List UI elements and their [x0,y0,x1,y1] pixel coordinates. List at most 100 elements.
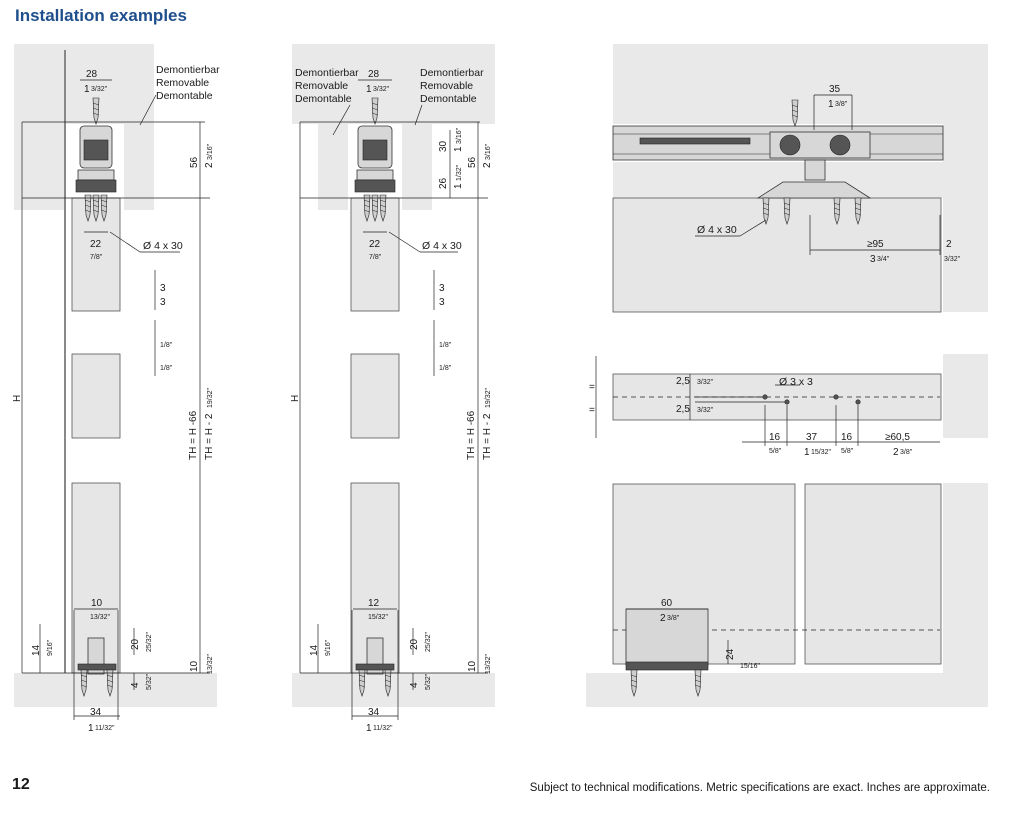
dim-4-in: 5/32" [146,673,153,690]
dim-4: 4 [130,682,141,688]
dim-4: 4 [409,682,420,688]
dim-22-in: 7/8" [369,254,382,261]
dim-22-in: 7/8" [90,254,103,261]
ceiling-block [292,44,495,124]
label-h: H [12,395,23,402]
dim-4-in: 5/32" [425,673,432,690]
door-panel [350,353,400,439]
door-panel [612,197,942,313]
panel-2 [292,44,495,720]
label-screw-4x30: Ø 4 x 30 [143,240,183,252]
label-th-frac: 19/32" [485,387,492,408]
hanger-bracket [356,169,394,181]
page-number: 12 [12,776,30,793]
dim-28-frac: 3/32" [373,86,390,93]
dim-plus-1-8: 1/8" [439,342,452,349]
dim-12: 12 [368,598,380,609]
floor-guide [625,608,709,666]
wall-block [943,124,988,312]
dim-plus-3: 3 [439,283,445,294]
footnote: Subject to technical modifications. Metr… [529,782,990,794]
hole-mark [833,394,839,400]
dim-28-in: 1 [366,84,372,95]
dim-24: 24 [725,648,736,660]
dim-2: 2 [946,239,952,250]
carriage-wheel [779,134,801,156]
dim-20: 20 [409,638,420,650]
dim-26: 26 [438,177,449,189]
dim-2-5: 2,5 [676,376,690,387]
dim-eq: = [589,382,595,393]
label-removable-fr: Demontable [420,93,477,105]
dim-2-5-in: 3/32" [697,379,714,386]
dim-10-in: 13/32" [90,614,111,621]
dim-35: 35 [829,84,841,95]
hole-mark [855,399,861,405]
dim-14: 14 [31,644,42,656]
dim-plus-3: 3 [160,283,166,294]
dim-56-frac: 3/16" [485,143,492,160]
label-screw-3x3: Ø 3 x 3 [779,376,813,388]
label-removable-en: Removable [295,80,348,92]
dim-56-in: 2 [204,162,215,168]
dim-plus-1-8: 1/8" [160,342,173,349]
dim-56-in: 2 [482,162,493,168]
dim-10: 10 [91,598,103,609]
guide-plate [77,663,117,671]
dim-60-5-in: 2 [893,447,899,458]
label-th-frac: 19/32" [207,387,214,408]
removable-cover [318,124,348,210]
dim-10b-in: 13/32" [207,653,214,674]
wall-line [64,50,66,673]
floor [586,673,988,707]
dim-minus-1-8: 1/8" [160,365,173,372]
dim-16-in: 5/8" [769,448,782,455]
label-removable-de: Demontierbar [295,67,359,79]
dim-20-in: 25/32" [146,631,153,652]
dim-14: 14 [309,644,320,656]
dim-28-frac: 3/32" [91,86,108,93]
carriage-wheel [829,134,851,156]
panel-5 [586,483,988,707]
label-removable-de: Demontierbar [156,64,220,76]
dim-minus-3: 3 [439,297,445,308]
dim-20-in: 25/32" [425,631,432,652]
dim-eq: = [589,405,595,416]
dim-60-in: 2 [660,613,666,624]
dim-26-in: 1 [453,183,464,189]
hanger-bolt [804,159,826,181]
dim-35-frac: 3/8" [835,101,848,108]
hanger-bracket [77,169,115,181]
dim-28-in: 1 [84,84,90,95]
dim-95-in: 3 [870,254,876,265]
track-stopper [639,137,751,145]
hanger-plate [75,179,117,193]
dim-minus-1-8: 1/8" [439,365,452,372]
dim-16-in: 5/8" [841,448,854,455]
dim-16: 16 [841,432,853,443]
dim-14-in: 9/16" [325,639,332,656]
label-th-in: TH = H - 2 [482,413,493,460]
dim-10b: 10 [467,660,478,672]
dim-56-frac: 3/16" [207,143,214,160]
dim-10b: 10 [189,660,200,672]
panel-1 [14,44,217,720]
dim-60-5: ≥60,5 [885,432,910,443]
dim-12-in: 15/32" [368,614,389,621]
dim-95: ≥95 [867,239,884,250]
hanger-plate [756,181,872,199]
dim-22: 22 [369,239,381,250]
dim-37-in: 1 [804,447,810,458]
panel-3 [612,44,988,313]
wall-block [943,483,988,673]
door-panel [804,483,942,665]
dim-16: 16 [769,432,781,443]
label-removable-de: Demontierbar [420,67,484,79]
dim-37: 37 [806,432,818,443]
dim-22: 22 [90,239,102,250]
dim-30-in: 1 [453,146,464,152]
label-th-mm: TH = H -66 [466,410,477,460]
dim-2-5: 2,5 [676,404,690,415]
dim-60-5-frac: 3/8" [900,449,913,456]
